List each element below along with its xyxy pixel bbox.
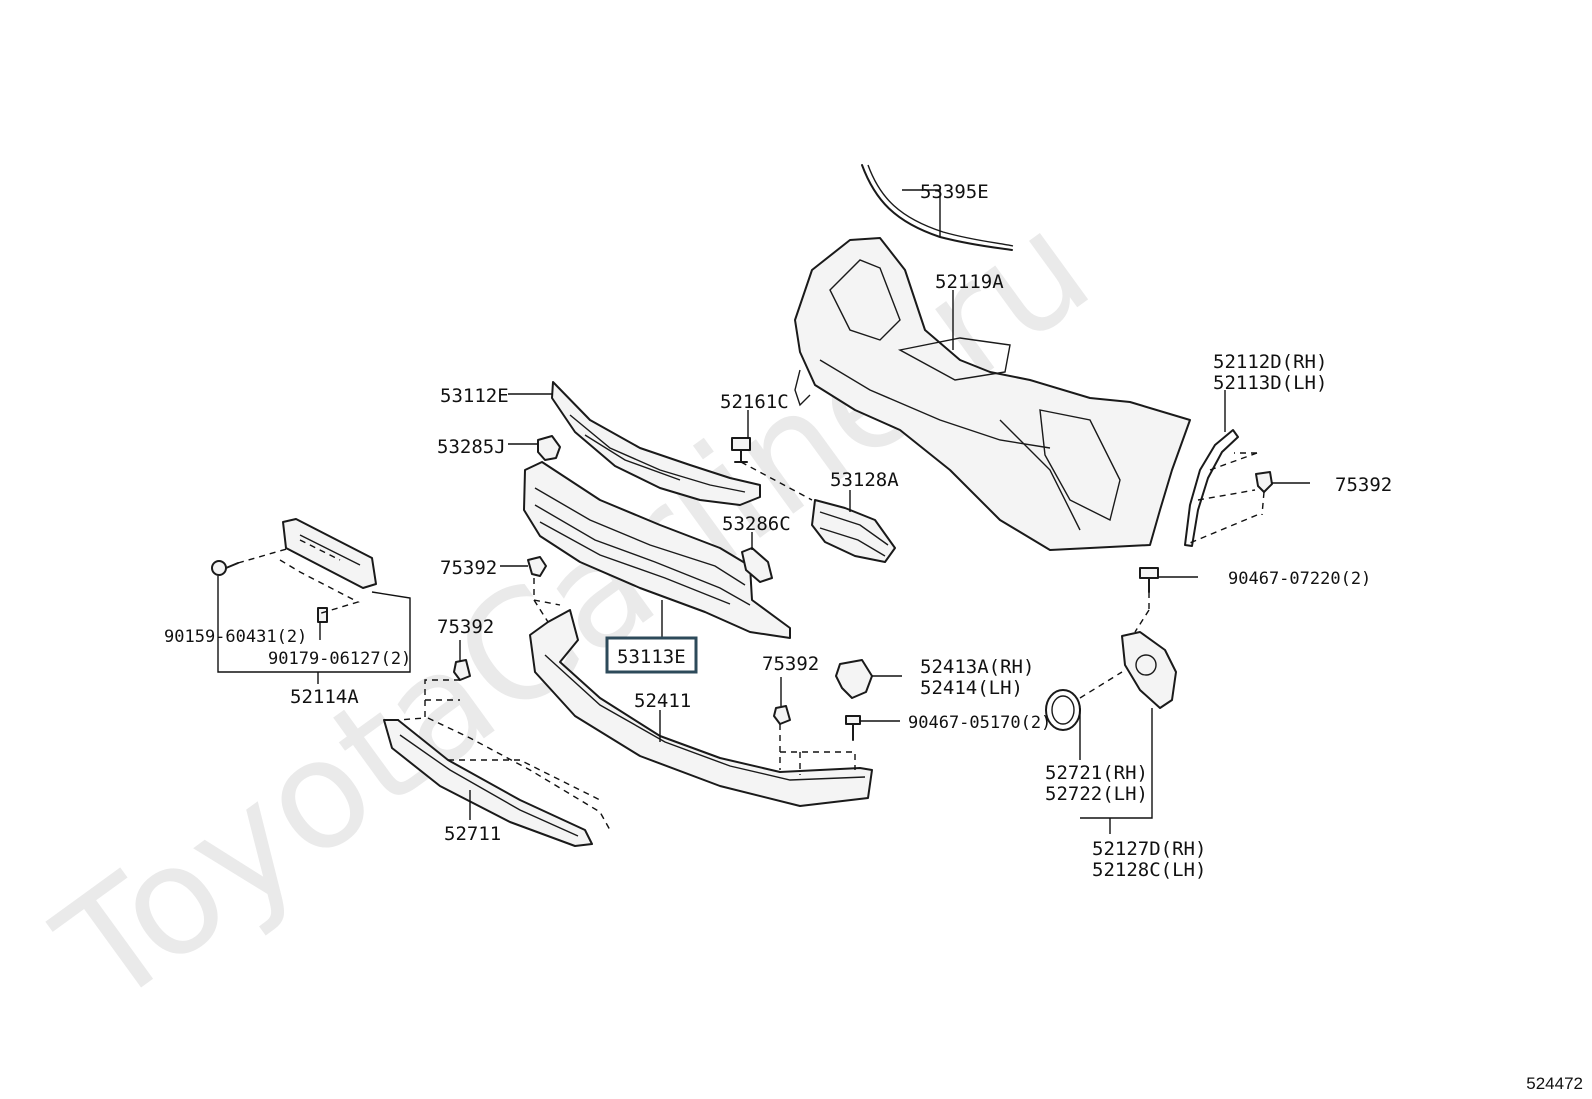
label-75392-right[interactable]: 75392 xyxy=(1335,474,1392,496)
label-90179-06127[interactable]: 90179-06127(2) xyxy=(268,649,411,669)
label-53286C[interactable]: 53286C xyxy=(722,513,791,535)
label-52113D[interactable]: 52113D(LH) xyxy=(1213,372,1327,394)
clip-75392-right-shape xyxy=(1255,471,1273,493)
label-52411[interactable]: 52411 xyxy=(634,690,691,712)
clip-90467-07220-shape xyxy=(1139,567,1159,593)
label-52127D[interactable]: 52127D(RH) xyxy=(1092,838,1206,860)
clip-75392-c-shape xyxy=(773,705,791,725)
bumper-cover-52119A-shape xyxy=(794,237,1191,551)
clip-75392-a-shape xyxy=(527,556,547,577)
label-90467-07220[interactable]: 90467-07220(2) xyxy=(1228,569,1371,589)
watermark-text: ToyotaCarline.ru xyxy=(28,180,1120,1040)
diagram-id: 524472 xyxy=(1526,1074,1583,1093)
clip-52161C-shape xyxy=(731,437,751,463)
license-bracket-52114A-shape xyxy=(282,518,377,589)
label-52721[interactable]: 52721(RH) xyxy=(1045,762,1148,784)
label-52414[interactable]: 52414(LH) xyxy=(920,677,1023,699)
attachment-lines xyxy=(237,452,1265,831)
label-52128C[interactable]: 52128C(LH) xyxy=(1092,859,1206,881)
label-52161C[interactable]: 52161C xyxy=(720,391,789,413)
label-52119A[interactable]: 52119A xyxy=(935,271,1004,293)
bracket-52413A-shape xyxy=(835,659,873,699)
label-53113E[interactable]: 53113E xyxy=(617,646,686,668)
clip-90467-05170-shape xyxy=(845,715,861,741)
grille-53113E-shape xyxy=(523,461,791,639)
clip-75392-b-shape xyxy=(453,659,471,681)
label-53128A[interactable]: 53128A xyxy=(830,469,899,491)
label-52413A[interactable]: 52413A(RH) xyxy=(920,656,1034,678)
label-53112E[interactable]: 53112E xyxy=(440,385,509,407)
label-75392-a[interactable]: 75392 xyxy=(440,557,497,579)
label-53285J[interactable]: 53285J xyxy=(437,436,506,458)
label-90467-05170[interactable]: 90467-05170(2) xyxy=(908,713,1051,733)
highlight-box-53113E xyxy=(605,636,698,674)
grille-53112E-shape xyxy=(551,381,761,506)
label-52112D[interactable]: 52112D(RH) xyxy=(1213,351,1327,373)
molding-53395E-edge xyxy=(867,164,1014,247)
under-cover-52711-shape xyxy=(383,719,593,847)
label-90159-60431[interactable]: 90159-60431(2) xyxy=(164,627,307,647)
label-52722[interactable]: 52722(LH) xyxy=(1045,783,1148,805)
side-seal-52112D-shape xyxy=(1184,429,1239,547)
grille-insert-53128A-shape xyxy=(811,499,896,563)
nut-90179-shape xyxy=(317,607,328,623)
label-52114A[interactable]: 52114A xyxy=(290,686,359,708)
label-75392-b[interactable]: 75392 xyxy=(437,616,494,638)
label-53395E[interactable]: 53395E xyxy=(920,181,989,203)
leader-lines xyxy=(217,189,1310,834)
label-75392-c[interactable]: 75392 xyxy=(762,653,819,675)
label-52711[interactable]: 52711 xyxy=(444,823,501,845)
spoiler-52411-shape xyxy=(529,609,873,807)
bezel-52127D-shape xyxy=(1121,631,1177,709)
clip-53285J-shape xyxy=(537,435,561,461)
bolt-90159-shape xyxy=(211,560,239,576)
